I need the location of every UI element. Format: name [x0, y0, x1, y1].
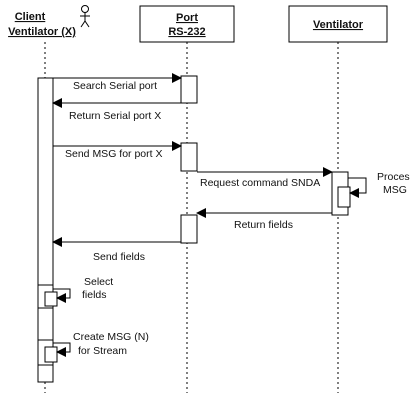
participant-client: Client Ventilator (X) — [8, 5, 90, 38]
self-call-proces-label-2: MSG — [383, 184, 407, 196]
participant-port-box — [139, 5, 235, 43]
actor-icon — [80, 5, 90, 28]
self-call-create-label-2: for Stream — [78, 345, 127, 357]
self-call-create-label-1: Create MSG (N) — [73, 331, 149, 343]
participant-client-name-1: Client — [15, 11, 46, 23]
activation-client-select-inner — [44, 291, 58, 307]
activation-client — [37, 77, 54, 383]
self-call-create-arrow — [53, 342, 71, 357]
message-return-port-label: Return Serial port X — [69, 110, 161, 122]
self-call-select-label-2: fields — [82, 289, 107, 301]
message-search-label: Search Serial port — [73, 80, 157, 92]
message-send-fields-label: Send fields — [93, 251, 145, 263]
participant-port: Port RS-232 — [139, 5, 235, 43]
participant-port-name-1: Port — [176, 12, 198, 24]
participant-ventilator-name: Ventilator — [313, 19, 364, 31]
participant-ventilator-box — [288, 5, 388, 43]
message-return-fields-label: Return fields — [234, 219, 293, 231]
participant-port-name-2: RS-232 — [168, 26, 205, 38]
activation-port-3 — [180, 214, 198, 244]
self-call-proces-arrow — [348, 177, 367, 198]
activation-port-2 — [180, 142, 198, 172]
activation-client-create-inner — [44, 346, 58, 363]
message-request-label: Request command SNDA — [200, 177, 320, 189]
participant-client-name-2: Ventilator (X) — [8, 26, 76, 38]
message-send-msg-label: Send MSG for port X — [65, 148, 162, 160]
activation-port-1 — [180, 75, 198, 104]
self-call-select-label-1: Select — [84, 276, 113, 288]
self-call-proces-label-1: Proces — [377, 171, 410, 183]
activation-ventilator-self — [337, 186, 351, 208]
self-call-select-arrow — [53, 288, 71, 303]
participant-ventilator: Ventilator — [288, 5, 388, 43]
